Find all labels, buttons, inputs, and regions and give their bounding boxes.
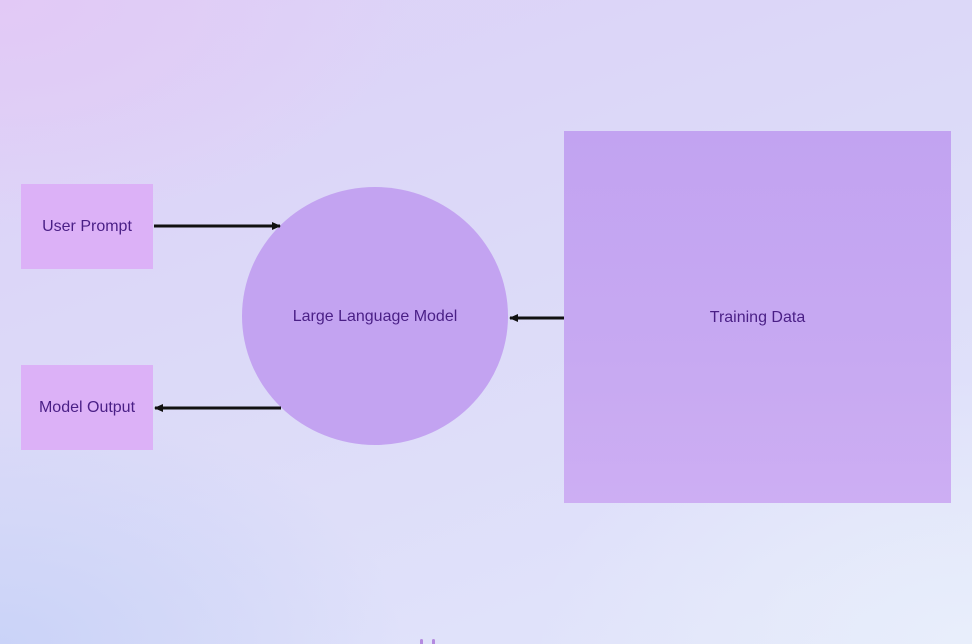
model-output-box: Model Output <box>21 365 153 450</box>
user-prompt-box: User Prompt <box>21 184 153 269</box>
user-prompt-label: User Prompt <box>42 218 132 235</box>
training-data-box: Training Data <box>564 131 951 503</box>
model-output-label: Model Output <box>38 399 136 416</box>
llm-circle: Large Language Model <box>242 187 508 445</box>
llm-label: Large Language Model <box>292 307 458 325</box>
partial-icon-bottom <box>418 639 438 644</box>
training-data-label: Training Data <box>709 308 806 326</box>
